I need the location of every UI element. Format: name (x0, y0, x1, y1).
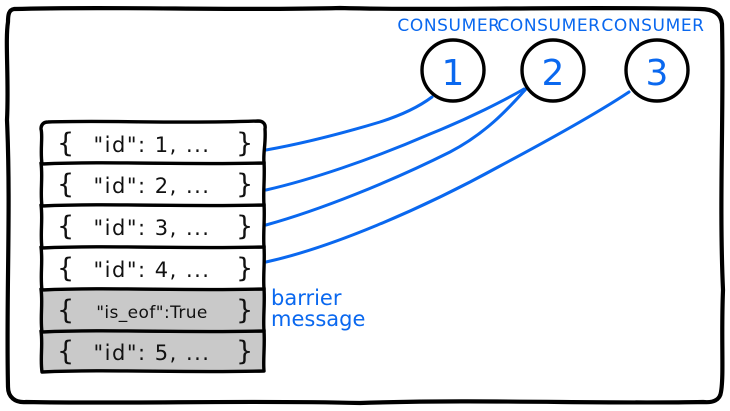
list-item-text: "id": 4, ... (94, 258, 211, 282)
connector-msg4-consumer3 (264, 90, 631, 264)
consumer-number: 2 (542, 53, 565, 94)
list-item-text: "id": 2, ... (94, 174, 211, 198)
list-item-brace-close: } (236, 128, 253, 159)
list-item-text: "is_eof":True (96, 303, 208, 323)
connector-lines (264, 87, 631, 264)
list-item-brace-close: } (236, 336, 253, 367)
consumer-label: CONSUMER (397, 16, 500, 36)
list-item[interactable]: { "id": 5, ... } (39, 328, 266, 374)
consumer-label: CONSUMER (601, 16, 704, 36)
list-item-brace-open: { (57, 169, 74, 200)
barrier-message-annotation: barrier message (271, 286, 365, 331)
list-item[interactable]: { "is_eof":True } (39, 286, 266, 334)
list-item-brace-close: } (236, 211, 253, 242)
annotation-line-2: message (271, 307, 365, 331)
annotation-line-1: barrier (271, 286, 342, 310)
outer-border (4, 5, 726, 406)
list-item-text: "id": 1, ... (94, 133, 211, 157)
connector-msg2-consumer2 (264, 87, 526, 192)
list-item[interactable]: { "id": 4, ... } (39, 244, 266, 292)
consumer-label: CONSUMER (497, 16, 600, 36)
list-item-brace-open: { (57, 128, 74, 159)
list-item-brace-open: { (57, 211, 74, 242)
connector-msg3-consumer2 (264, 87, 528, 227)
list-item-text: "id": 5, ... (94, 341, 211, 365)
list-item-brace-close: } (236, 253, 253, 284)
list-item-text: "id": 3, ... (94, 216, 211, 240)
connector-msg1-consumer1 (264, 95, 434, 152)
consumer-circle (624, 38, 690, 103)
list-item-brace-open: { (57, 295, 74, 326)
consumer-circle (520, 38, 586, 103)
list-item-brace-close: } (236, 295, 253, 326)
list-item[interactable]: { "id": 3, ... } (39, 202, 266, 250)
list-item-brace-open: { (57, 336, 74, 367)
consumer-number: 1 (442, 53, 465, 94)
message-queue: { "id": 5, ... } { "is_eof":True } { "id… (39, 119, 267, 374)
list-item[interactable]: { "id": 1, ... } (39, 119, 267, 166)
list-item-brace-close: } (236, 169, 253, 200)
consumer-circle (420, 38, 486, 103)
consumer-number: 3 (646, 53, 669, 94)
consumer-node-3[interactable]: CONSUMER 3 (601, 16, 704, 103)
consumer-node-2[interactable]: CONSUMER 2 (497, 16, 600, 103)
list-item-brace-open: { (57, 253, 74, 284)
consumer-node-1[interactable]: CONSUMER 1 (397, 16, 500, 103)
list-item[interactable]: { "id": 2, ... } (39, 160, 266, 208)
